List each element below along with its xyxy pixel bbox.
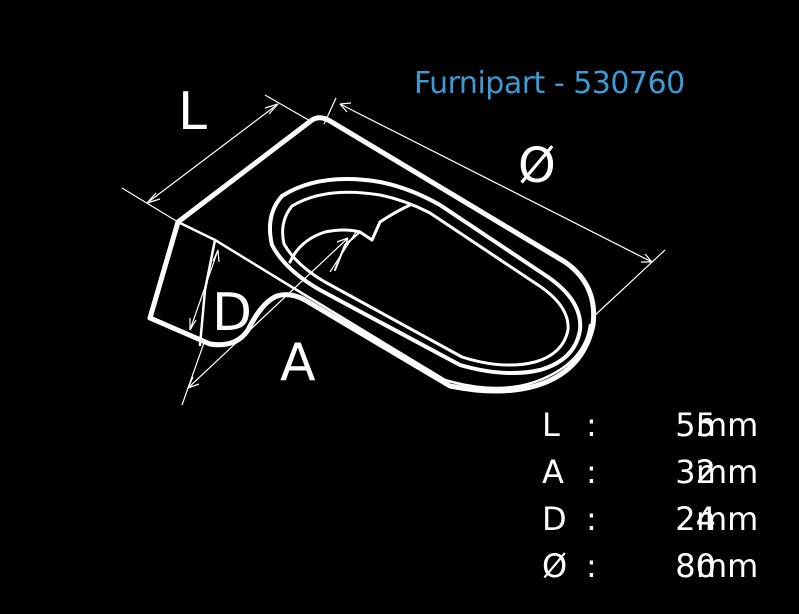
spec-unit: mm bbox=[696, 547, 759, 585]
front-face-edge bbox=[198, 238, 217, 347]
spec-separator: : bbox=[586, 453, 597, 491]
spec-value: 55 bbox=[675, 406, 716, 444]
spec-value: 80 bbox=[675, 547, 716, 585]
dim-L-arrow1 bbox=[146, 192, 161, 204]
front-face bbox=[148, 220, 180, 320]
slot-outer bbox=[268, 177, 583, 376]
dim-diameter-ext2 bbox=[591, 249, 666, 319]
dimension-label-diameter: Ø bbox=[518, 138, 556, 194]
spec-unit: mm bbox=[696, 453, 759, 491]
spec-value: 24 bbox=[675, 500, 716, 538]
spec-unit: mm bbox=[696, 500, 759, 538]
spec-symbol: Ø bbox=[542, 547, 568, 585]
flange-outline bbox=[147, 115, 597, 394]
dim-A-arrow1 bbox=[187, 376, 200, 389]
dim-L-ext1 bbox=[121, 187, 179, 223]
dim-D-arrow2 bbox=[189, 318, 197, 331]
dim-L-line bbox=[146, 103, 279, 204]
dim-A-arrow2 bbox=[336, 237, 349, 250]
dimension-label-D: D bbox=[212, 283, 253, 343]
spec-value: 32 bbox=[675, 453, 716, 491]
slot-step bbox=[288, 203, 412, 264]
dimension-label-A: A bbox=[280, 333, 316, 393]
dim-D-arrow1 bbox=[212, 249, 220, 263]
dim-A-line bbox=[187, 237, 349, 389]
spec-separator: : bbox=[586, 547, 597, 585]
spec-symbol: A bbox=[542, 453, 564, 491]
dim-diameter-ext1 bbox=[323, 97, 337, 125]
dim-D-line bbox=[189, 249, 219, 331]
spec-separator: : bbox=[586, 406, 597, 444]
flange-edge bbox=[176, 220, 592, 390]
product-title: Furnipart - 530760 bbox=[414, 66, 685, 101]
dim-diameter-arrow2 bbox=[641, 253, 653, 263]
dim-A-ext1 bbox=[181, 339, 206, 406]
slot-inner bbox=[281, 190, 570, 367]
spec-unit: mm bbox=[696, 406, 759, 444]
dim-L-ext2 bbox=[264, 94, 313, 123]
dim-diameter-arrow1 bbox=[339, 102, 352, 113]
dim-A-ext2 bbox=[329, 231, 357, 273]
dim-diameter-line bbox=[339, 103, 653, 263]
dimension-label-L: L bbox=[178, 82, 207, 142]
spec-separator: : bbox=[586, 500, 597, 538]
spec-symbol: L bbox=[542, 406, 560, 444]
spec-symbol: D bbox=[542, 500, 567, 538]
dim-L-arrow2 bbox=[264, 103, 279, 115]
